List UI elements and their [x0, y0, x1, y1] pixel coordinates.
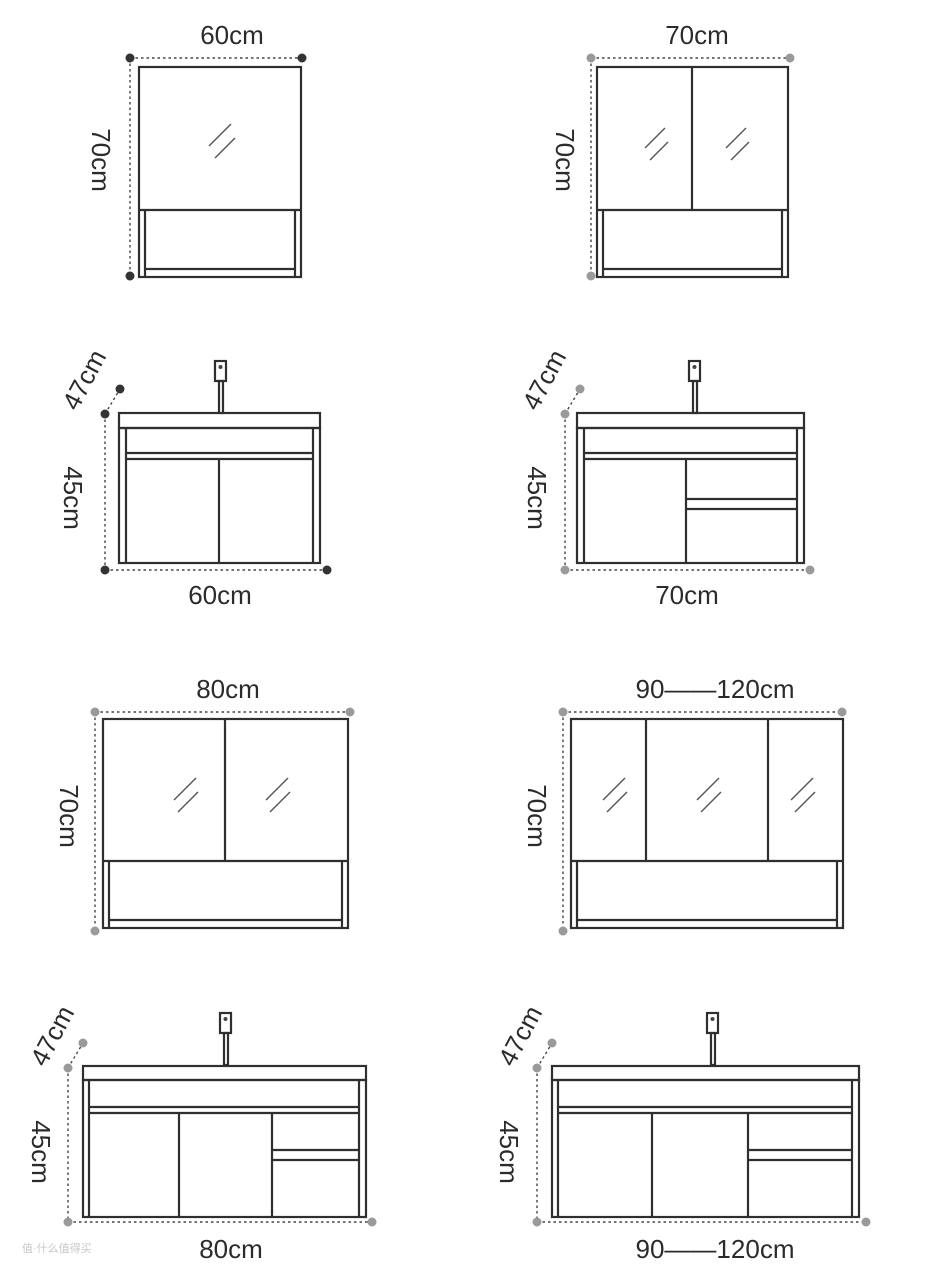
vanity-cabinet-80: 47cm 45cm 80cm	[24, 1001, 377, 1264]
depth-dimension-line	[536, 1042, 553, 1069]
dimension-endpoint	[90, 707, 100, 717]
cabinet-outline	[569, 717, 845, 930]
faucet-icon	[218, 1011, 233, 1067]
dimension-endpoint	[837, 707, 847, 717]
countertop	[575, 411, 806, 430]
dimension-endpoint	[586, 271, 596, 281]
dimension-endpoint	[785, 53, 795, 63]
dimension-endpoint	[297, 53, 307, 63]
dimension-endpoint	[805, 565, 815, 575]
dimension-endpoint	[558, 707, 568, 717]
mirror-reflection-icon	[696, 777, 722, 813]
faucet-icon	[213, 359, 228, 415]
dimension-endpoint	[78, 1038, 88, 1048]
height-label: 70cm	[522, 784, 552, 848]
dimension-endpoint	[575, 384, 585, 394]
depth-label: 47cm	[492, 1001, 548, 1071]
mirror-reflection-icon	[208, 123, 236, 159]
height-label: 70cm	[550, 128, 580, 192]
mirror-cabinet-70: 70cm 70cm	[550, 20, 795, 281]
countertop	[81, 1064, 368, 1082]
dimension-endpoint	[100, 409, 110, 419]
width-label: 60cm	[188, 580, 252, 610]
height-label: 45cm	[522, 466, 552, 530]
cabinet-body	[81, 1078, 368, 1219]
depth-label: 47cm	[24, 1001, 80, 1071]
cabinet-body	[575, 426, 806, 565]
width-label: 70cm	[655, 580, 719, 610]
dimension-endpoint	[532, 1217, 542, 1227]
mirror-reflection-icon	[644, 127, 669, 161]
mirror-cabinet-90-120: 90——120cm 70cm	[522, 674, 847, 936]
dimension-endpoint	[100, 565, 110, 575]
mirror-reflection-icon	[173, 777, 199, 813]
depth-dimension-line	[564, 388, 581, 415]
faucet-icon	[687, 359, 702, 415]
height-label: 45cm	[26, 1120, 56, 1184]
dimension-endpoint	[586, 53, 596, 63]
height-label: 70cm	[86, 128, 116, 192]
depth-label: 47cm	[516, 345, 572, 415]
dimension-endpoint	[90, 926, 100, 936]
mirror-cabinet-80: 80cm 70cm	[54, 674, 355, 936]
cabinet-body	[550, 1078, 861, 1219]
mirror-reflection-icon	[602, 777, 628, 813]
dimension-endpoint	[63, 1063, 73, 1073]
width-label: 90——120cm	[636, 1234, 795, 1264]
height-label: 70cm	[54, 784, 84, 848]
dimension-endpoint	[558, 926, 568, 936]
depth-label: 47cm	[56, 345, 112, 415]
width-label: 80cm	[196, 674, 260, 704]
dimension-endpoint	[322, 565, 332, 575]
mirror-reflection-icon	[725, 127, 750, 161]
dimension-endpoint	[125, 271, 135, 281]
vanity-cabinet-90-120: 47cm 45cm 90——120cm	[492, 1001, 871, 1264]
cabinet-outline	[137, 65, 303, 279]
countertop	[117, 411, 322, 430]
dimension-endpoint	[560, 565, 570, 575]
dimension-endpoint	[345, 707, 355, 717]
dimension-endpoint	[532, 1063, 542, 1073]
width-label: 90——120cm	[636, 674, 795, 704]
mirror-cabinet-60: 60cm 70cm	[86, 20, 307, 281]
dimension-endpoint	[115, 384, 125, 394]
vanity-cabinet-60: 47cm 45cm 60cm	[56, 345, 332, 610]
mirror-reflection-icon	[265, 777, 291, 813]
dimension-endpoint	[547, 1038, 557, 1048]
countertop	[550, 1064, 861, 1082]
dimension-endpoint	[367, 1217, 377, 1227]
depth-dimension-line	[67, 1042, 84, 1069]
vanity-cabinet-70: 47cm 45cm 70cm	[516, 345, 815, 610]
faucet-icon	[705, 1011, 720, 1067]
dimension-endpoint	[125, 53, 135, 63]
height-label: 45cm	[58, 466, 88, 530]
height-label: 45cm	[494, 1120, 524, 1184]
dimension-endpoint	[63, 1217, 73, 1227]
width-label: 80cm	[199, 1234, 263, 1264]
dimension-endpoint	[560, 409, 570, 419]
watermark: 值·什么值得买	[22, 1243, 92, 1255]
depth-dimension-line	[104, 388, 121, 415]
mirror-reflection-icon	[790, 777, 816, 813]
dimension-endpoint	[861, 1217, 871, 1227]
width-label: 60cm	[200, 20, 264, 50]
width-label: 70cm	[665, 20, 729, 50]
